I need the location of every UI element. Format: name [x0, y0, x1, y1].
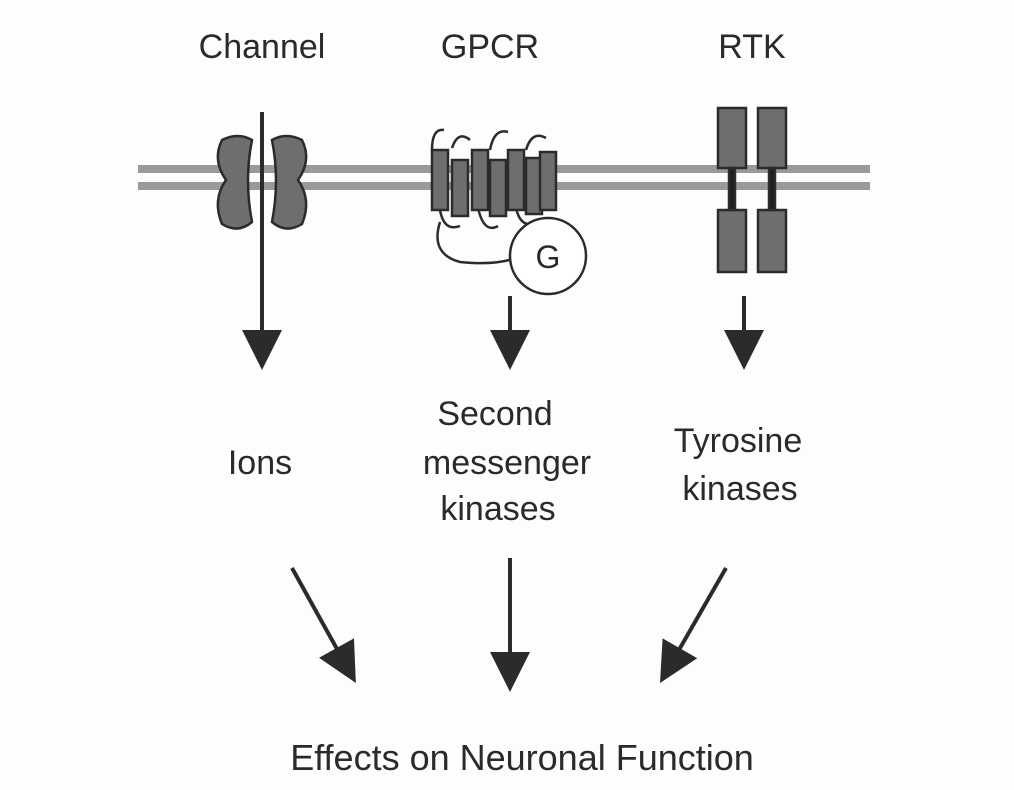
second-messenger-line1: Second: [437, 395, 552, 433]
ion-channel: [216, 134, 308, 230]
channel-title: Channel: [199, 28, 326, 66]
gpcr-title: GPCR: [441, 28, 539, 66]
tyrosine-to-effects-arrow: [660, 567, 728, 683]
second-messenger-line2: messenger: [423, 444, 591, 482]
tyrosine-kinases-line1: Tyrosine: [674, 422, 803, 460]
g-protein-label: G: [536, 239, 561, 275]
effects-label: Effects on Neuronal Function: [290, 737, 754, 778]
rtk-receptor: [716, 106, 788, 274]
g-protein-circle: [508, 216, 588, 296]
rtk-title: RTK: [718, 28, 786, 66]
second-messenger-line3: kinases: [440, 490, 555, 528]
ions-to-effects-arrow: [290, 567, 356, 683]
tyrosine-kinases-line2: kinases: [682, 470, 797, 508]
ions-label: Ions: [228, 444, 292, 482]
